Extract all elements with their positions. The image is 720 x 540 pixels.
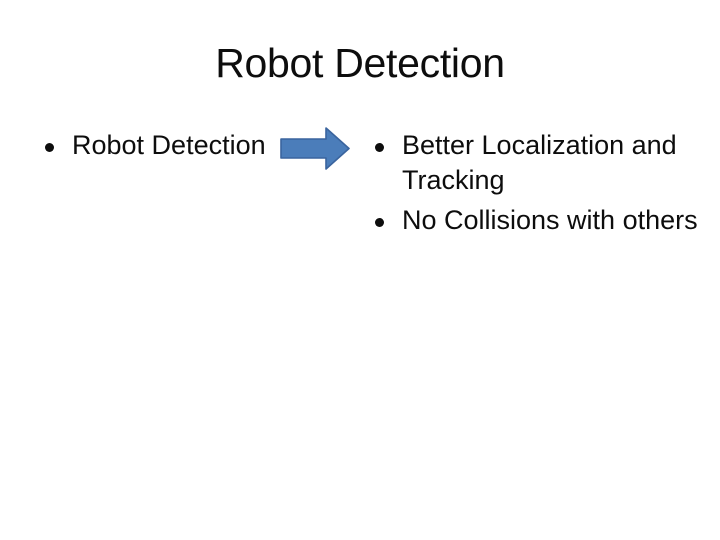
bullet-icon <box>375 218 384 227</box>
bullet-icon <box>45 143 54 152</box>
bullet-text: Robot Detection <box>72 130 266 160</box>
right-arrow-shape <box>280 127 350 170</box>
right-arrow-icon <box>280 127 350 170</box>
bullet-icon <box>375 143 384 152</box>
slide-title: Robot Detection <box>215 40 505 86</box>
left-bullet-list: Robot Detection <box>40 128 292 163</box>
bullet-text: No Collisions with others <box>402 205 698 235</box>
bullet-item: No Collisions with others <box>370 203 718 238</box>
bullet-text: Better Localization and Tracking <box>402 130 677 195</box>
bullet-item: Better Localization and Tracking <box>370 128 718 198</box>
right-bullet-list: Better Localization and Tracking No Coll… <box>370 128 718 238</box>
bullet-item: Robot Detection <box>40 128 292 163</box>
